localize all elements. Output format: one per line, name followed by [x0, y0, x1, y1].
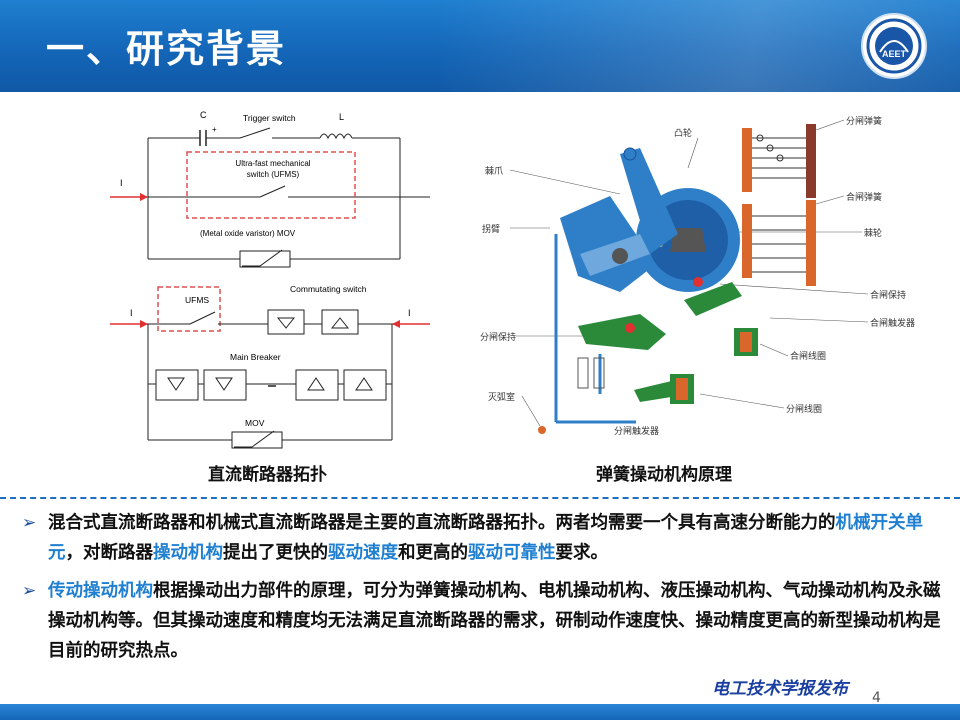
label-pawl: 棘爪: [485, 166, 503, 176]
open-coil: [670, 374, 694, 404]
label-crank: 拐臂: [482, 223, 500, 234]
bullet-text: ，对断路器: [65, 543, 154, 563]
label-plus: +: [212, 125, 217, 134]
label-l: L: [339, 112, 344, 122]
bullet-highlight: 操动机构: [153, 543, 223, 563]
label-main-breaker: Main Breaker: [230, 352, 281, 362]
close-coil: [734, 328, 758, 356]
label-mov-bottom: MOV: [245, 418, 265, 428]
open-spring: [742, 124, 816, 198]
bullet-item: ➢ 传动操动机构根据操动出力部件的原理，可分为弹簧操动机构、电机操动机构、液压操…: [22, 576, 952, 666]
hold-levers: [578, 277, 742, 402]
right-figure-caption: 弹簧操动机构原理: [596, 465, 732, 485]
bullet-highlight: 传动操动机构: [48, 581, 153, 601]
bullet-arrow-icon: ➢: [22, 581, 37, 601]
label-close-coil: 合闸线圈: [790, 350, 826, 361]
bullet-item: ➢ 混合式直流断路器和机械式直流断路器是主要的直流断路器拓扑。两者均需要一个具有…: [22, 508, 952, 568]
ufms-box: [186, 151, 356, 219]
left-figure-caption: 直流断路器拓扑: [208, 465, 327, 485]
label-open-trigger: 分闸触发器: [614, 425, 659, 436]
bullet-text: 和更高的: [398, 543, 468, 563]
bullet-text: 要求。: [555, 543, 609, 563]
label-open-spring: 分闸弹簧: [846, 115, 882, 126]
label-ufms-line2: switch (UFMS): [247, 170, 300, 179]
publisher-watermark: 电工技术学报发布: [712, 679, 848, 699]
label-cam: 凸轮: [674, 127, 692, 138]
label-i-right: I: [408, 308, 411, 318]
label-open-coil: 分闸线圈: [786, 403, 822, 414]
label-mov-top: (Metal oxide varistor) MOV: [200, 229, 296, 238]
label-i-top: I: [120, 178, 123, 188]
label-ratchet: 棘轮: [864, 227, 882, 238]
header-bar: 一、研究背景 AEET: [0, 0, 960, 92]
pawl-arm: [620, 147, 678, 254]
aeet-logo: AEET: [861, 13, 927, 79]
slide-title: 一、研究背景: [46, 27, 287, 71]
close-spring: [742, 200, 816, 286]
label-i-left: I: [130, 308, 133, 318]
bullet-list: ➢ 混合式直流断路器和机械式直流断路器是主要的直流断路器拓扑。两者均需要一个具有…: [22, 508, 952, 674]
ufms-box-bottom: [157, 286, 221, 332]
mechanical-topology: UFMS Commutating switch I I Main Breaker: [110, 284, 430, 449]
label-close-hold: 合闸保持: [870, 289, 906, 300]
label-open-hold: 分闸保持: [480, 331, 516, 342]
bullet-highlight: 驱动可靠性: [468, 543, 556, 563]
label-ufms-line1: Ultra-fast mechanical: [235, 159, 310, 168]
label-trigger-switch: Trigger switch: [243, 113, 296, 123]
section-divider: [0, 497, 960, 499]
bullet-highlight: 驱动速度: [328, 543, 398, 563]
label-close-trigger: 合闸触发器: [870, 317, 915, 328]
bullet-text: 提出了更快的: [223, 543, 328, 563]
page-number: 4: [872, 690, 881, 706]
label-c: C: [200, 110, 207, 120]
crank-arm: [560, 196, 656, 292]
bullet-text: 混合式直流断路器和机械式直流断路器是主要的直流断路器拓扑。两者均需要一个具有高速…: [48, 513, 836, 533]
bullet-highlight: 机械开关单元: [48, 513, 923, 563]
dc-breaker-topology-diagram: C + Trigger switch L I Ultra-fast mechan…: [110, 110, 430, 449]
spring-mechanism-diagram: 凸轮 棘爪 拐臂 分闸保持 灭弧室 分闸触发器 分闸弹簧 合闸弹簧 棘轮 合闸保…: [480, 115, 915, 436]
hybrid-topology: C + Trigger switch L I Ultra-fast mechan…: [110, 110, 430, 268]
bullet-text: 根据操动出力部件的原理，可分为弹簧操动机构、电机操动机构、液压操动机构、气动操动…: [48, 581, 941, 661]
footer-bar: [0, 704, 960, 720]
logo-text: AEET: [882, 49, 907, 59]
label-ufms-bottom: UFMS: [185, 295, 209, 305]
bullet-arrow-icon: ➢: [22, 513, 37, 533]
label-arc-chamber: 灭弧室: [488, 391, 515, 402]
label-commutating-switch: Commutating switch: [290, 284, 367, 294]
label-close-spring: 合闸弹簧: [846, 191, 882, 202]
